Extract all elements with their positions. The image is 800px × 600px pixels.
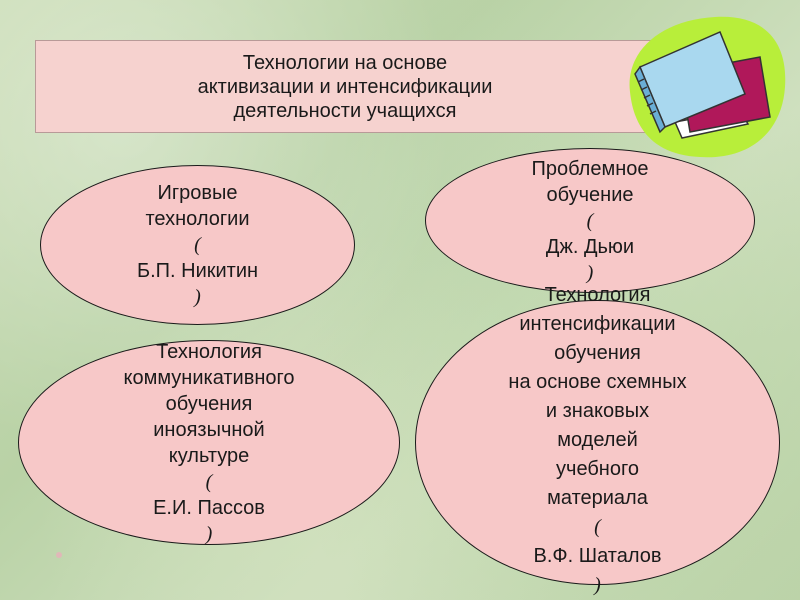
node-communicative-author: Е.И. Пассов xyxy=(153,496,265,519)
slide-bullet-dot xyxy=(56,552,62,558)
node-intensification-line-8: материала xyxy=(547,487,648,509)
node-problem-line-1: Проблемное xyxy=(531,157,649,180)
node-communicative-line-4: иноязычной xyxy=(153,418,265,441)
node-game-technologies: Игровые технологии (Б.П. Никитин ) xyxy=(40,165,355,325)
node-game-author: Б.П. Никитин xyxy=(136,260,259,282)
books-clipart-icon xyxy=(629,16,786,158)
node-intensification-line-5: и знаковых xyxy=(545,400,650,422)
node-communicative-line-2: коммуникативного xyxy=(123,366,295,389)
title-line-2: активизации и интенсификации xyxy=(197,75,493,98)
node-game-line-2: технологии xyxy=(145,208,250,230)
node-intensification-author: В.Ф. Шаталов xyxy=(533,545,662,567)
node-problem-author-line: ( Дж. Дьюи ) xyxy=(545,209,635,284)
node-intensification-line-4: на основе схемных xyxy=(508,371,687,393)
node-communicative-line-5: культуре xyxy=(168,444,250,467)
node-intensification-line-2: интенсификации xyxy=(519,313,676,335)
node-problem-learning: Проблемное обучение ( Дж. Дьюи ) xyxy=(425,148,755,293)
node-communicative-line-1: Технология xyxy=(156,340,262,363)
node-game-author-line: (Б.П. Никитин ) xyxy=(136,234,259,308)
node-intensification-technology: Технология интенсификации обучения на ос… xyxy=(415,284,780,596)
node-intensification-line-6: моделей xyxy=(557,429,638,451)
node-game-line-1: Игровые xyxy=(157,182,238,204)
node-communicative-learning: Технология коммуникативного обучения ино… xyxy=(18,340,400,545)
node-intensification-line-7: учебного xyxy=(556,458,639,480)
node-communicative-author-line: ( Е.И. Пассов ) xyxy=(153,470,265,545)
node-problem-author: Дж. Дьюи xyxy=(545,235,635,258)
title-line-3: деятельности учащихся xyxy=(233,99,457,122)
node-communicative-line-3: обучения xyxy=(165,392,253,415)
node-intensification-line-1: Технология xyxy=(544,284,651,306)
node-intensification-line-3: обучения xyxy=(554,342,641,364)
node-intensification-author-line: (В.Ф. Шаталов ) xyxy=(533,516,662,596)
node-problem-line-2: обучение xyxy=(546,183,634,206)
title-line-1: Технологии на основе xyxy=(242,51,448,74)
title-box: Технологии на основе активизации и интен… xyxy=(35,40,655,133)
